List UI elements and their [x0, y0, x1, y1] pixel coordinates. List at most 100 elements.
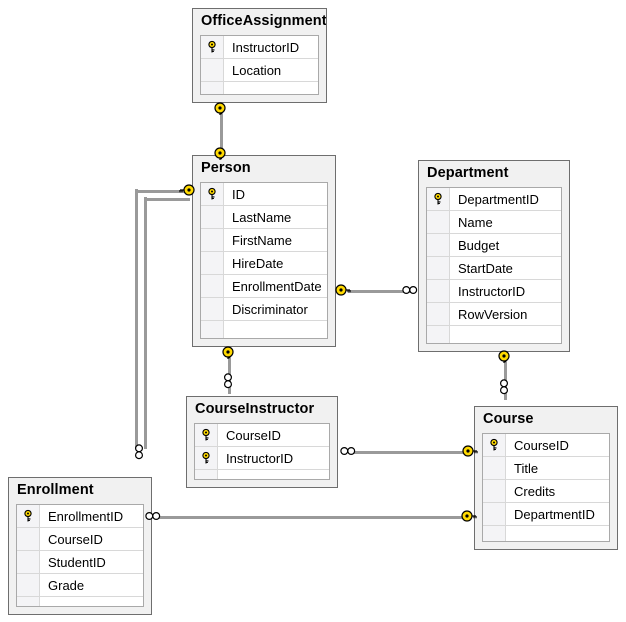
entity-title: Person [201, 160, 251, 176]
entity-course[interactable]: Course CourseID Title Credits [474, 406, 618, 550]
column-name: HireDate [232, 255, 284, 271]
column-name: StartDate [458, 260, 513, 276]
row-key-gutter [201, 275, 224, 297]
row-key-gutter [427, 234, 450, 256]
primary-key-icon [434, 192, 442, 205]
entity-column-grid: CourseID Title Credits DepartmentID [482, 433, 610, 542]
table-row[interactable]: InstructorID [427, 280, 561, 303]
primary-key-icon [490, 438, 498, 451]
table-row[interactable]: StartDate [427, 257, 561, 280]
table-row[interactable]: DepartmentID [427, 188, 561, 211]
table-row[interactable]: StudentID [17, 551, 143, 574]
entity-enrollment[interactable]: Enrollment EnrollmentID CourseID Studen [8, 477, 152, 615]
table-row[interactable]: Grade [17, 574, 143, 597]
connector-courseinstructor-course [352, 450, 472, 454]
row-key-gutter [201, 229, 224, 251]
entity-column-grid: ID LastName FirstName HireDate Enrollmen… [200, 182, 328, 339]
column-name: FirstName [232, 232, 292, 248]
table-row-blank [201, 321, 327, 338]
row-key-gutter [483, 480, 506, 502]
entity-courseinstructor[interactable]: CourseInstructor CourseID [186, 396, 338, 488]
column-name: EnrollmentID [48, 508, 124, 524]
table-row[interactable]: HireDate [201, 252, 327, 275]
cardinality-many-infinity-icon [499, 379, 509, 395]
cardinality-many-infinity-icon [223, 373, 233, 389]
entity-column-grid: CourseID InstructorID [194, 423, 330, 480]
table-row-blank [17, 597, 143, 606]
row-key-gutter [427, 257, 450, 279]
row-key-gutter [427, 211, 450, 233]
connector-person-courseinstructor [227, 350, 231, 394]
cardinality-many-infinity-icon [134, 444, 144, 460]
column-name: LastName [232, 209, 292, 225]
table-row[interactable]: EnrollmentDate [201, 275, 327, 298]
table-row[interactable]: Name [427, 211, 561, 234]
column-name: Discriminator [232, 301, 308, 317]
row-key-gutter [17, 597, 40, 606]
row-key-gutter [17, 551, 40, 573]
table-row[interactable]: Title [483, 457, 609, 480]
connector-person-enrollment-left2 [143, 197, 147, 449]
column-name: Budget [458, 237, 500, 253]
row-key-gutter [195, 424, 218, 446]
connector-person-officeassignment [219, 106, 223, 156]
table-row[interactable]: InstructorID [201, 36, 318, 59]
column-name: DepartmentID [514, 506, 595, 522]
column-name: DepartmentID [458, 191, 539, 207]
column-name: ID [232, 186, 245, 202]
column-name: Title [514, 460, 539, 476]
cardinality-one-key-icon [462, 445, 478, 457]
table-row[interactable]: Discriminator [201, 298, 327, 321]
entity-title: Department [427, 165, 509, 181]
connector-person-enrollment-top2 [143, 197, 190, 201]
table-row[interactable]: Credits [483, 480, 609, 503]
row-key-gutter [483, 457, 506, 479]
row-key-gutter [17, 574, 40, 596]
table-row[interactable]: CourseID [17, 528, 143, 551]
column-name: CourseID [226, 427, 281, 443]
table-row[interactable]: Budget [427, 234, 561, 257]
row-key-gutter [201, 206, 224, 228]
table-row[interactable]: LastName [201, 206, 327, 229]
table-row[interactable]: ID [201, 183, 327, 206]
cardinality-one-key-icon [214, 102, 226, 115]
primary-key-icon [202, 428, 210, 441]
connector-department-course [503, 354, 507, 400]
column-name: InstructorID [458, 283, 526, 299]
connector-person-enrollment-left [134, 189, 138, 449]
connector-person-enrollment-top [134, 189, 190, 193]
entity-department[interactable]: Department DepartmentID Name Budget [418, 160, 570, 352]
table-row[interactable]: InstructorID [195, 447, 329, 470]
table-row-blank [195, 470, 329, 479]
entity-person[interactable]: Person ID LastName FirstName [192, 155, 336, 347]
row-key-gutter [201, 252, 224, 274]
table-row[interactable]: FirstName [201, 229, 327, 252]
table-row[interactable]: EnrollmentID [17, 505, 143, 528]
column-name: InstructorID [226, 450, 294, 466]
table-row[interactable]: CourseID [483, 434, 609, 457]
entity-title: Course [483, 411, 534, 427]
table-row[interactable]: Location [201, 59, 318, 82]
cardinality-many-infinity-icon [340, 446, 356, 456]
cardinality-one-key-icon [214, 147, 226, 160]
column-name: Location [232, 62, 282, 78]
row-key-gutter [195, 470, 218, 479]
table-row[interactable]: CourseID [195, 424, 329, 447]
entity-officeassignment[interactable]: OfficeAssignment InstructorID Location [192, 8, 327, 103]
table-row[interactable]: DepartmentID [483, 503, 609, 526]
primary-key-icon [24, 509, 32, 522]
column-name: Name [458, 214, 493, 230]
row-key-gutter [201, 321, 224, 338]
cardinality-one-key-icon [335, 284, 351, 296]
primary-key-icon [208, 40, 216, 53]
primary-key-icon [202, 451, 210, 464]
row-key-gutter [483, 434, 506, 456]
table-row[interactable]: RowVersion [427, 303, 561, 326]
row-key-gutter [201, 82, 224, 94]
row-key-gutter [427, 188, 450, 210]
row-key-gutter [201, 36, 224, 58]
entity-title: Enrollment [17, 482, 94, 498]
column-name: CourseID [514, 437, 569, 453]
row-key-gutter [201, 298, 224, 320]
